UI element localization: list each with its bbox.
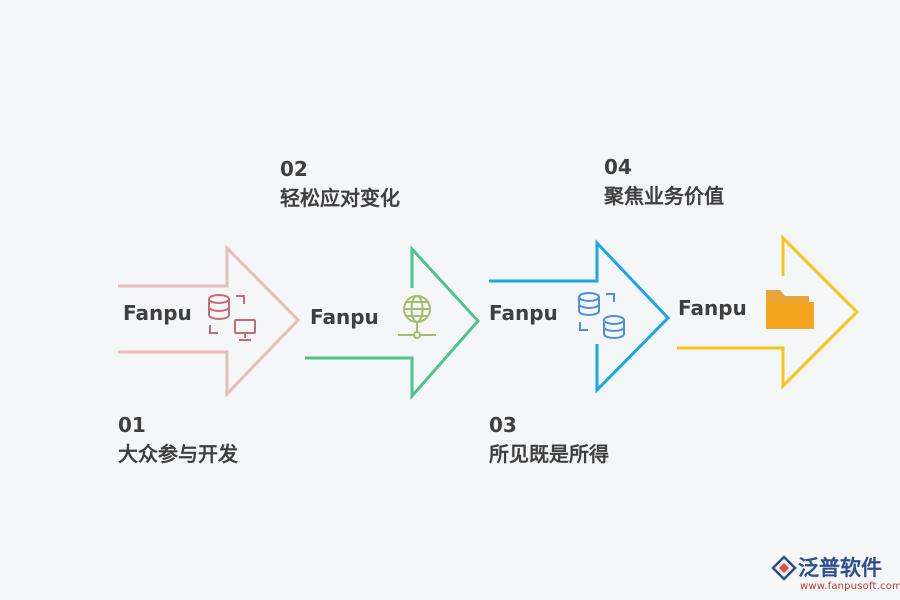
arrow-1: [118, 244, 301, 398]
step-number-1: 01: [118, 413, 146, 437]
brand-label-2: Fanpu: [310, 305, 379, 329]
fanpu-logo-icon: [771, 555, 797, 581]
folder-icon: [766, 290, 814, 329]
step-text-3: 所见既是所得: [489, 442, 609, 466]
logo-name: 泛普软件: [798, 556, 882, 580]
step-text-1: 大众参与开发: [118, 442, 238, 466]
arrow-4: [677, 234, 860, 390]
database-monitor-icon: [208, 294, 256, 341]
globe-network-icon: [398, 295, 436, 339]
logo-url: www.fanpusoft.com: [800, 581, 900, 592]
step-number-2: 02: [280, 157, 308, 181]
database-sync-icon: [578, 292, 625, 339]
step-text-2: 轻松应对变化: [280, 186, 400, 210]
step-number-4: 04: [604, 155, 632, 179]
brand-label-3: Fanpu: [489, 301, 558, 325]
brand-label-4: Fanpu: [678, 296, 747, 320]
step-text-4: 聚焦业务价值: [604, 184, 724, 208]
arrow-2: [305, 245, 481, 400]
arrow-3: [489, 239, 671, 394]
step-number-3: 03: [489, 413, 517, 437]
fanpu-logo: 泛普软件 www.fanpusoft.com: [770, 552, 900, 598]
brand-label-1: Fanpu: [123, 301, 192, 325]
